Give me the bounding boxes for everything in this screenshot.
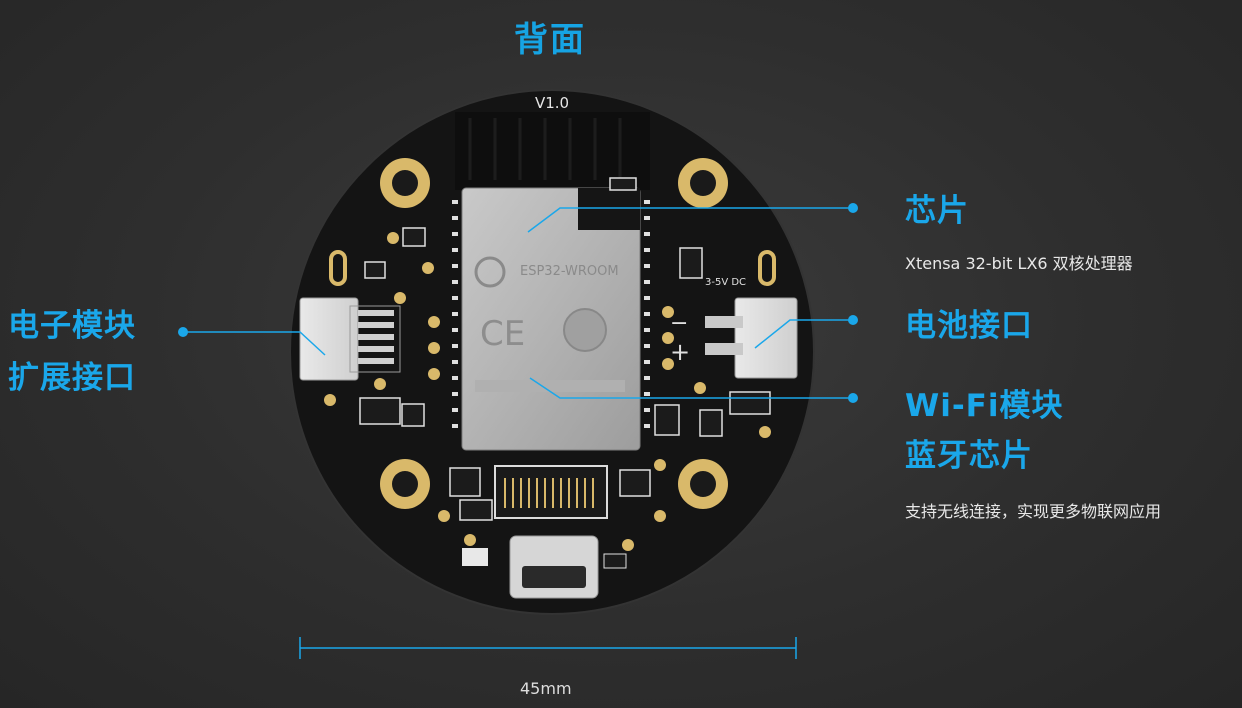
battery-connector (705, 297, 798, 379)
callout-dots (178, 203, 858, 403)
page-title: 背面 (514, 20, 586, 60)
antenna-area (455, 112, 650, 190)
callout-line-wifi (529, 377, 853, 399)
callout-expansion-label-2: 扩展接口 (8, 360, 136, 396)
callout-line-expansion (183, 331, 326, 356)
reset-button (603, 553, 627, 569)
led (462, 548, 488, 566)
callout-line-battery (754, 319, 853, 349)
callout-chip-desc: Xtensa 32-bit LX6 双核处理器 (905, 254, 1133, 273)
expansion-connector (299, 297, 401, 381)
test-pads (324, 232, 771, 551)
callout-wifi-label-1: Wi-Fi模块 (905, 388, 1064, 424)
slot-left (329, 250, 347, 286)
callout-wifi-label-2: 蓝牙芯片 (905, 438, 1033, 474)
callout-battery-label: 电池接口 (905, 308, 1033, 344)
esp32-module: ESP32-WROOM CE (461, 187, 641, 451)
callout-wifi-desc: 支持无线连接，实现更多物联网应用 (905, 502, 1162, 521)
slot-right (758, 250, 776, 286)
callout-expansion-label-1: 电子模块 (8, 308, 136, 344)
module-label: ESP32-WROOM (520, 264, 619, 279)
antenna-trace (468, 118, 622, 180)
plus-sign: + (670, 338, 690, 366)
dimension-line (299, 637, 797, 659)
minus-sign: − (670, 311, 688, 336)
ce-mark: CE (480, 314, 525, 354)
callout-lines (183, 207, 853, 399)
version-label: V1.0 (535, 94, 569, 112)
callout-line-chip (527, 207, 853, 233)
fpc-connector (494, 465, 608, 519)
dimension-label: 45mm (520, 679, 572, 698)
usb-port-icon (509, 535, 599, 599)
voltage-label: 3-5V DC (705, 277, 746, 288)
callout-chip-label: 芯片 (905, 193, 969, 229)
mounting-hole-icon (380, 158, 728, 509)
module-pins (452, 200, 650, 428)
